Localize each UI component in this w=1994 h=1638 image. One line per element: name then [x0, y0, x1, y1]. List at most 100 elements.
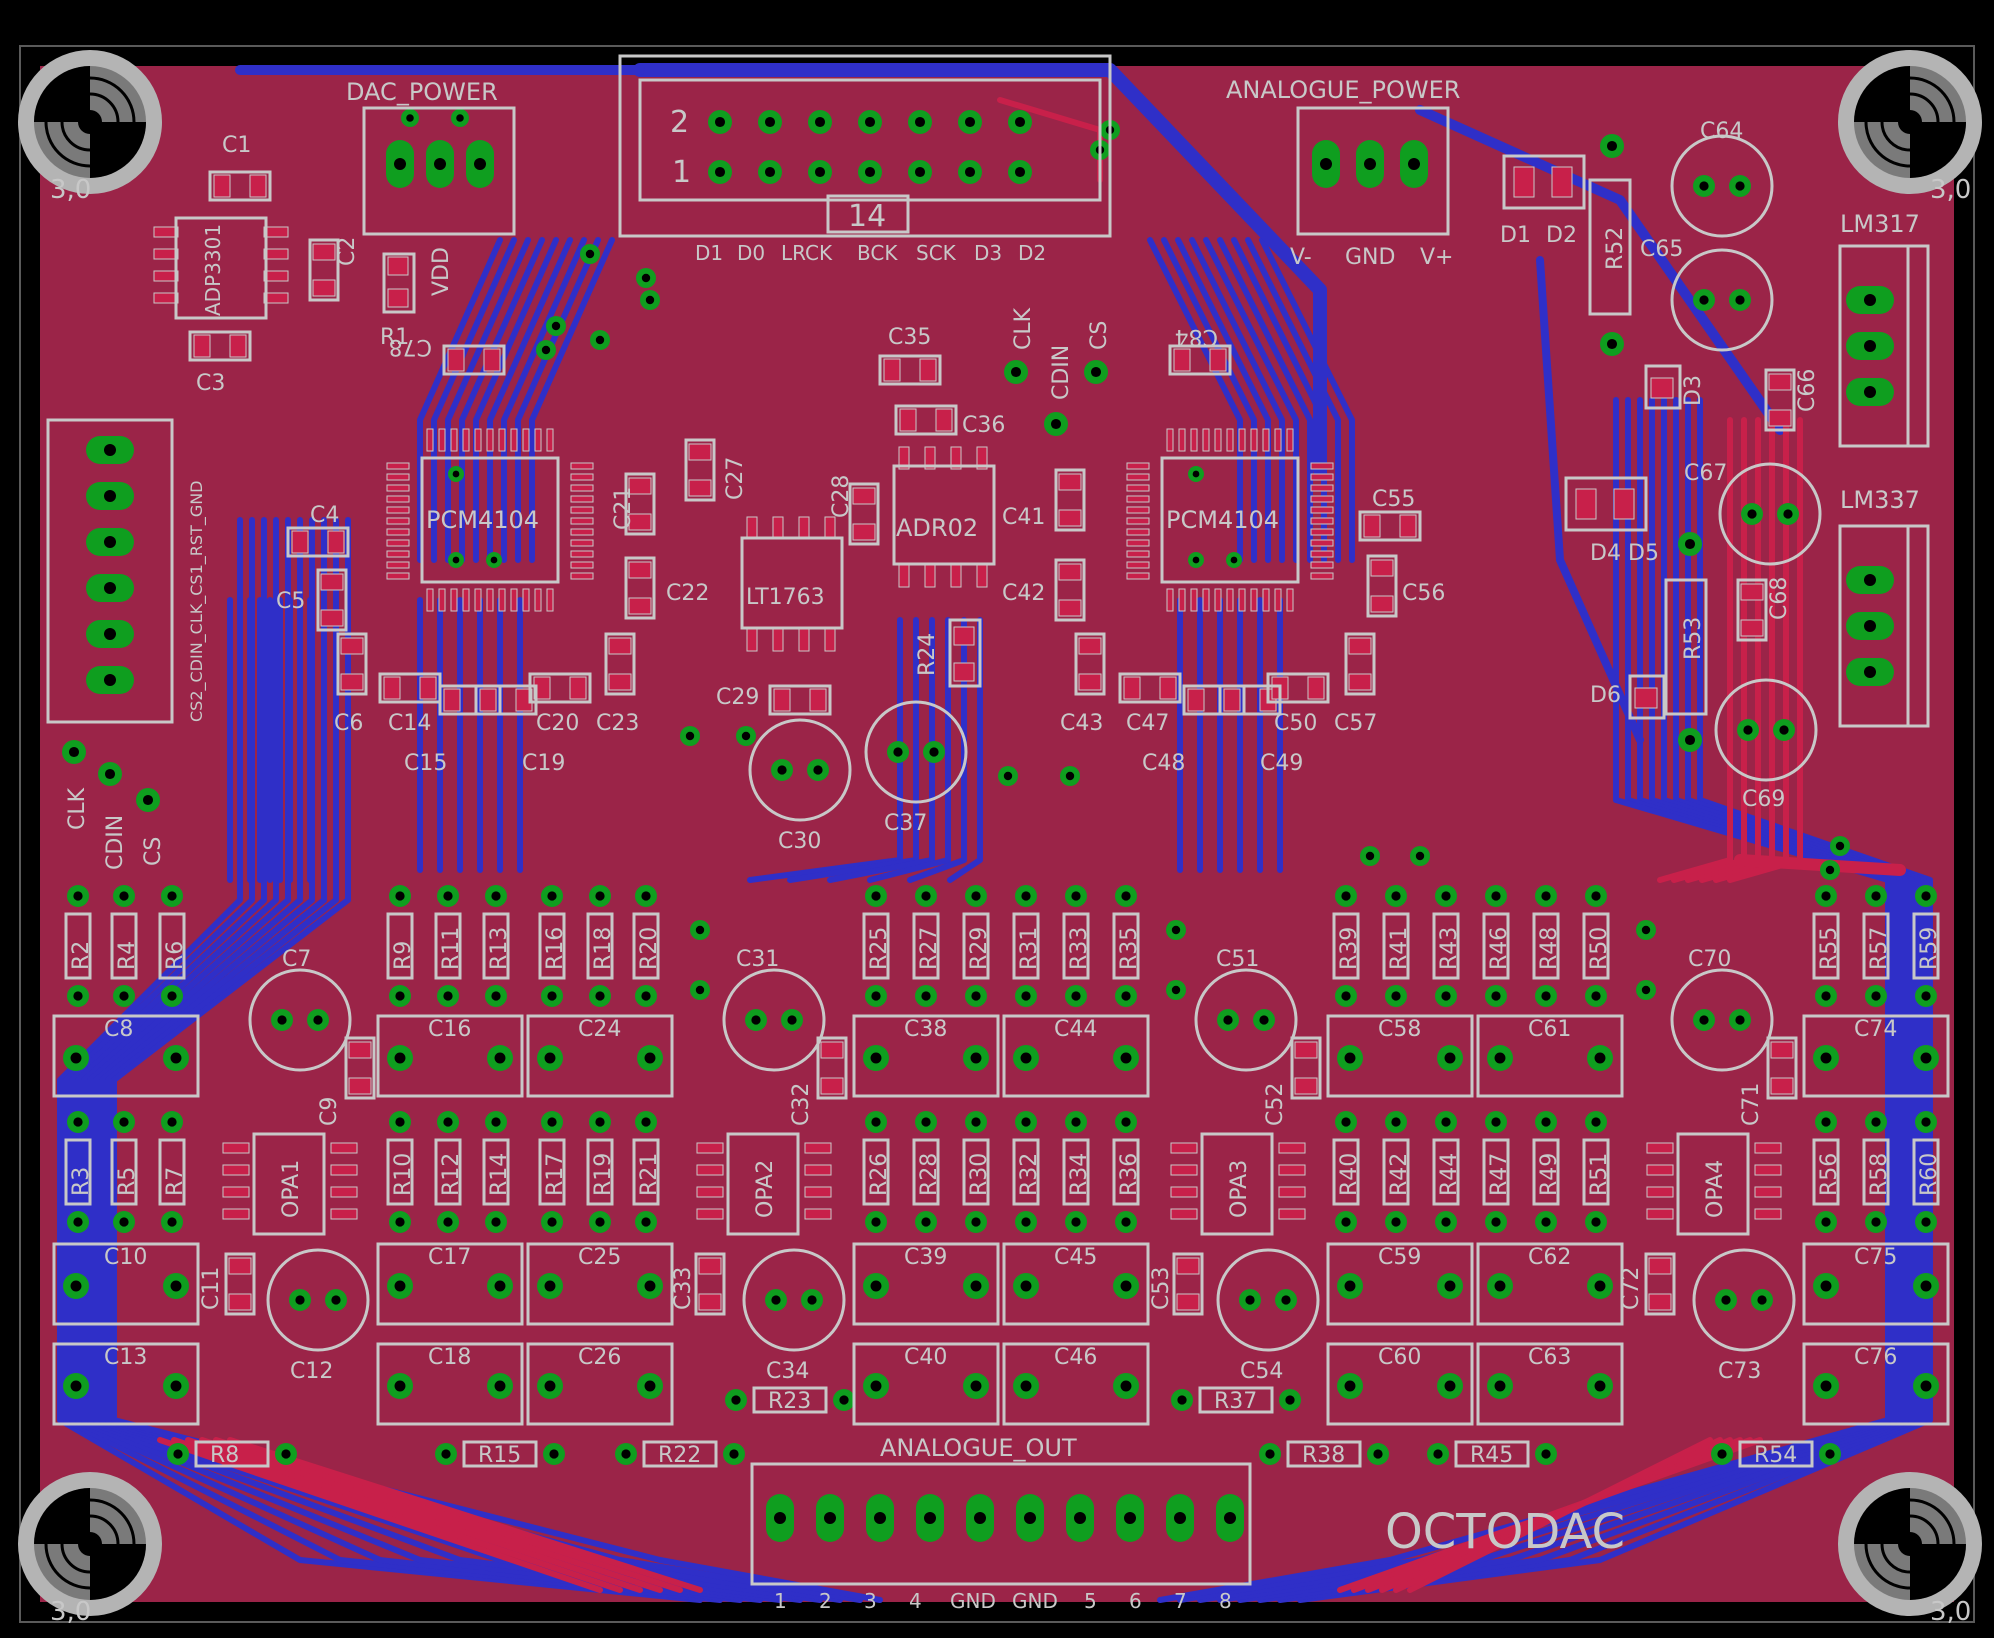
designator-c13: C13 [104, 1345, 147, 1370]
pad [863, 1273, 889, 1299]
pad-drill [1591, 1117, 1601, 1127]
ic-pin [772, 516, 784, 540]
analogue-out-outline [750, 1462, 1252, 1586]
center-tp-clk-label: CLK [1011, 307, 1036, 350]
ic-pin [1310, 561, 1334, 569]
designator-r53: R53 [1681, 617, 1706, 660]
designator-r45: R45 [1470, 1443, 1513, 1468]
designator-c69: C69 [1742, 787, 1785, 812]
pad [537, 1373, 563, 1399]
ic-pin [498, 588, 506, 612]
smd-cap-c68 [1736, 578, 1768, 642]
pad [1259, 1443, 1281, 1465]
pad-drill [541, 345, 551, 355]
ic-pin [1278, 1186, 1306, 1198]
pad [865, 1211, 887, 1233]
designator-r36: R36 [1117, 1153, 1142, 1196]
designator-r60: R60 [1917, 1153, 1942, 1196]
smd-cap-c11 [224, 1252, 256, 1316]
designator-r47: R47 [1487, 1153, 1512, 1196]
header-signal-bck: BCK [857, 241, 898, 265]
pad-drill [494, 1380, 506, 1392]
resistor-r22 [642, 1440, 718, 1468]
pad-drill [491, 1117, 501, 1127]
pad [1485, 1211, 1507, 1233]
electrolytic-cap-c30 [748, 718, 852, 822]
smd-pad [1768, 373, 1792, 391]
pad-drill [1920, 1052, 1932, 1064]
ic-pin [1202, 588, 1210, 612]
pad-drill [1699, 181, 1709, 191]
header-pin-count-label: 14 [848, 199, 886, 234]
pad [1115, 1111, 1137, 1133]
pad-drill [1641, 925, 1651, 935]
top-trace-out-left [227, 1437, 703, 1593]
pad [1335, 1111, 1357, 1133]
bottom-bus-trace [1297, 397, 1933, 1603]
pad [1437, 1273, 1463, 1299]
pad-drill [1341, 991, 1351, 1001]
smd-cap-c21 [624, 472, 656, 536]
pad [1239, 1289, 1261, 1311]
designator-c62: C62 [1528, 1245, 1571, 1270]
pad [113, 1211, 135, 1233]
pad-drill [1441, 991, 1451, 1001]
analogue-out-pin-3: 3 [864, 1589, 877, 1613]
film-cap-c59 [1326, 1242, 1474, 1326]
designator-c2: C2 [335, 237, 360, 266]
pad [437, 985, 459, 1007]
ic-pin [1178, 428, 1186, 452]
ic-pin [1226, 588, 1234, 612]
header-pin [1008, 160, 1032, 184]
ic-pin [746, 628, 758, 652]
tp-clk [62, 740, 86, 764]
electrolytic-cap-c65 [1670, 248, 1774, 352]
bottom-trace-dac-left [473, 237, 559, 563]
ic-pin [263, 248, 289, 260]
pad-drill [1491, 891, 1501, 901]
pad-drill [1864, 620, 1876, 632]
bottom-copper-traces [57, 63, 1933, 1603]
via [1410, 846, 1430, 866]
analogue-power-pin-vminus: V- [1290, 245, 1312, 270]
pad [1865, 885, 1887, 907]
pad-drill [395, 991, 405, 1001]
via [448, 552, 464, 568]
pad-drill [167, 891, 177, 901]
bottom-trace-dac-right [1147, 237, 1243, 563]
pad [1587, 1373, 1613, 1399]
bottom-trace-dac-right [1161, 237, 1257, 563]
electrolytic-cap-c73 [1692, 1248, 1796, 1352]
resistor-r31 [1012, 912, 1040, 980]
pad-drill [1014, 116, 1026, 128]
pad-drill [1021, 891, 1031, 901]
pad-drill [119, 1217, 129, 1227]
pad-drill [167, 991, 177, 1001]
pad [1585, 985, 1607, 1007]
smd-pad [383, 676, 401, 700]
pad [541, 1211, 563, 1233]
film-cap-c13 [52, 1342, 200, 1426]
designator-r13: R13 [487, 927, 512, 970]
resistor-r17 [538, 1138, 566, 1206]
designator-r19: R19 [591, 1153, 616, 1196]
pad-drill [644, 1280, 656, 1292]
ic-pin [1286, 588, 1294, 612]
regulator-pin [1846, 566, 1894, 594]
pad [1693, 175, 1715, 197]
mount-hole-top-right: 3,0 [1838, 50, 1982, 205]
designator-c16: C16 [428, 1017, 471, 1042]
pad [167, 1443, 189, 1465]
dac-power-pin [426, 140, 454, 188]
smd-pad [1159, 676, 1177, 700]
pad-drill [1021, 1117, 1031, 1127]
smd-pad [1513, 166, 1535, 198]
resistor-r21 [632, 1138, 660, 1206]
pad-drill [1121, 1117, 1131, 1127]
film-cap-c61 [1476, 1014, 1624, 1098]
top-trace-rail [1734, 854, 1906, 876]
pad [1678, 532, 1702, 556]
pad-drill [1341, 1217, 1351, 1227]
pad-drill [1871, 1117, 1881, 1127]
